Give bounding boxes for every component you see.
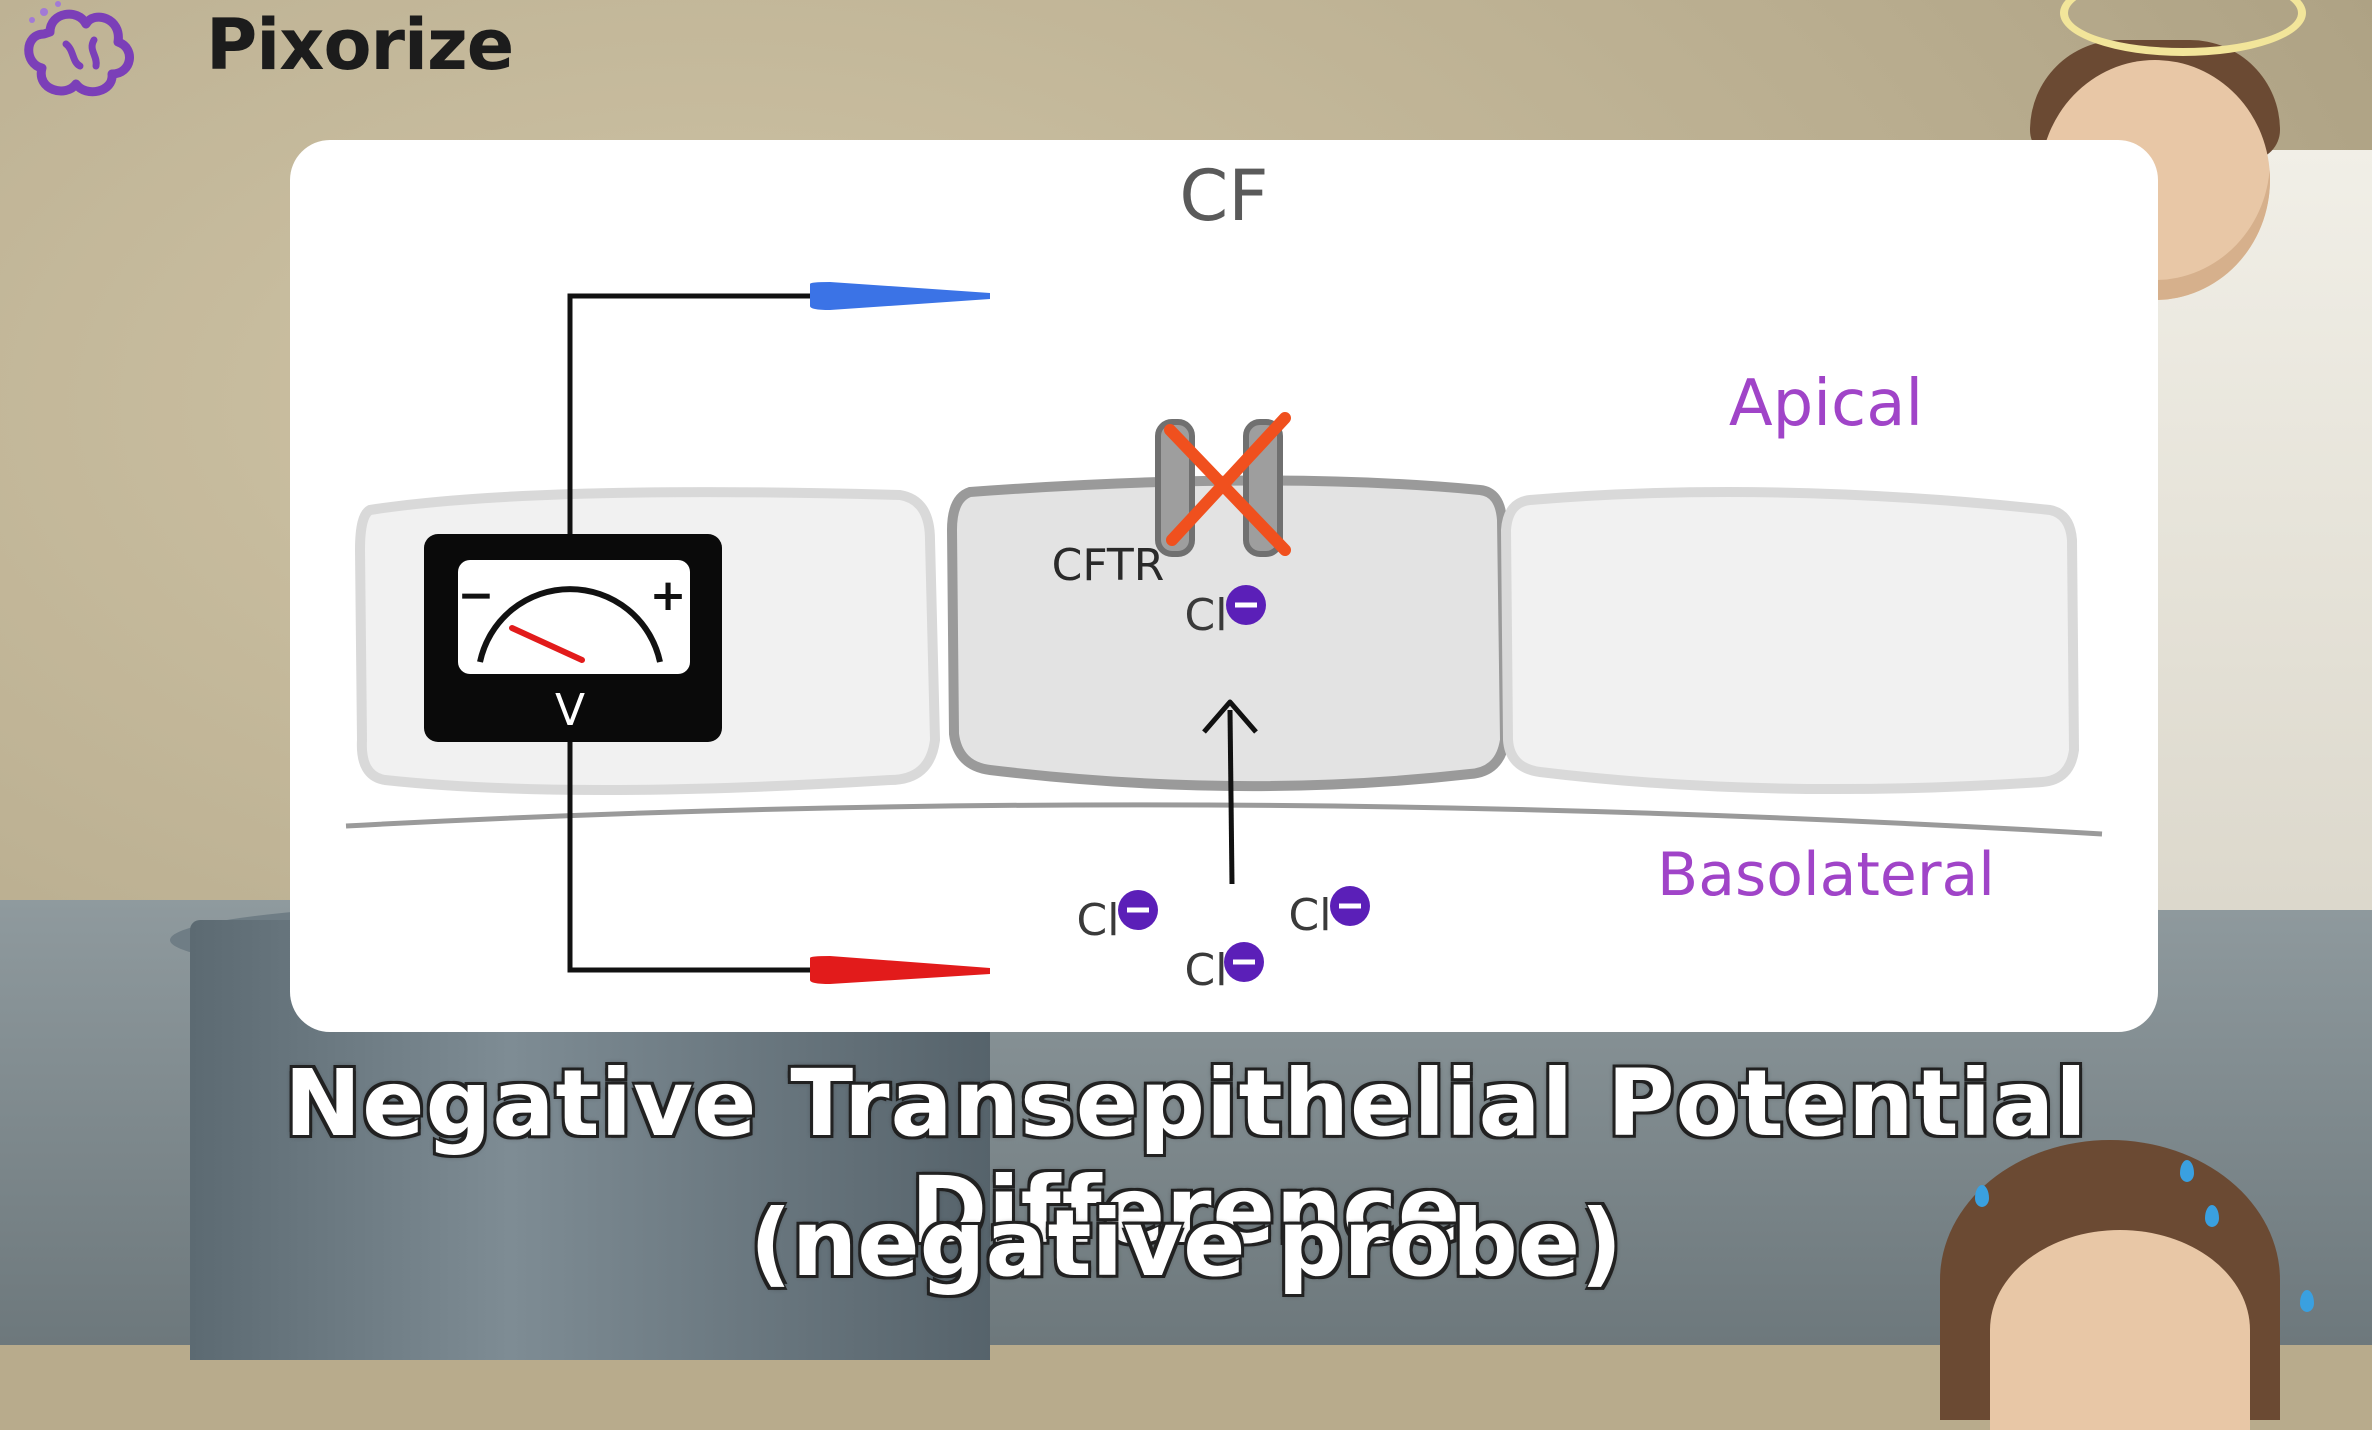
voltmeter-minus: − [458,570,495,621]
chloride-label: Cl [1077,895,1120,946]
cftr-label: CFTR [1052,540,1165,591]
blocked-x-icon [1164,412,1291,556]
middle-epithelial-cell [946,475,1511,792]
negative-charge-icon [1224,942,1264,982]
voltmeter-wire-top [567,293,820,534]
brain-icon [24,1,134,97]
diagram-title: CF [1179,155,1268,237]
chloride-label: Cl [1185,590,1228,641]
voltmeter-plus: + [650,570,687,621]
red-probe [810,956,990,984]
diagram-panel: CF CFTR Cl Cl [290,140,2158,1032]
voltmeter: − + V [424,534,722,742]
negative-charge-icon [1330,886,1370,926]
basolateral-label: Basolateral [1657,840,1995,910]
chloride-label: Cl [1289,890,1332,941]
voltmeter-wire-bottom [567,730,820,973]
basement-membrane-line [345,802,2103,837]
voltmeter-needle [509,625,585,663]
apical-label: Apical [1729,367,1923,441]
sweat-drop [2300,1290,2314,1312]
caption-subtitle: (negative probe) [749,1190,1623,1297]
sweat-drop [1975,1185,1989,1207]
epithelium-diagram: CF CFTR Cl Cl [345,155,2103,996]
caption-title: Negative Transepithelial Potential Diffe… [284,1050,2088,1264]
sweat-drop [2205,1205,2219,1227]
chloride-label: Cl [1185,945,1228,996]
negative-charge-icon [1118,890,1158,930]
pixorize-logo: Pixorize [14,0,574,114]
blue-probe [810,282,990,310]
up-arrow-icon [1202,699,1258,885]
right-epithelial-cell [1500,487,2080,795]
voltmeter-unit: V [555,685,585,736]
brand-name: Pixorize [206,4,514,86]
sweat-drop [2180,1160,2194,1182]
negative-charge-icon [1226,585,1266,625]
